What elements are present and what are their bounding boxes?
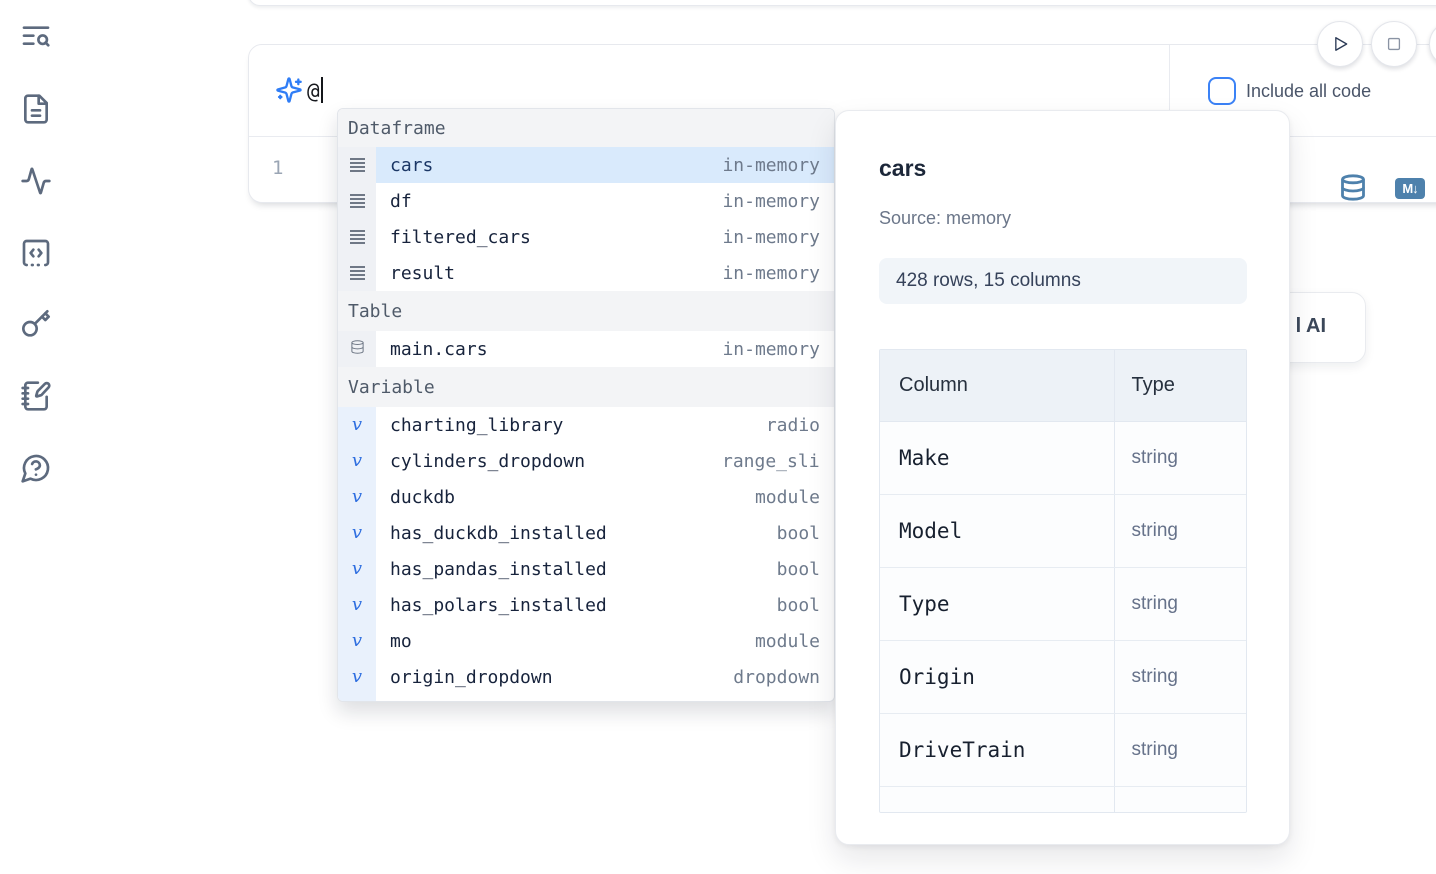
popup-title: cars [879, 155, 927, 181]
stop-icon [1387, 37, 1401, 51]
sidebar-item-snippets[interactable] [19, 237, 53, 271]
shape-badge: 428 rows, 15 columns [879, 258, 1247, 304]
include-all-code-label: Include all code [1246, 81, 1372, 101]
sidebar-item-secrets[interactable] [19, 308, 53, 342]
variable-icon: v [351, 450, 363, 471]
file-text-icon [24, 94, 48, 124]
autocomplete-option-pd[interactable]: v pd module [338, 695, 834, 701]
variable-icon: v [351, 414, 363, 435]
schema-row-clipped [880, 786, 1246, 812]
text-search-icon [22, 26, 50, 47]
dataframe-icon [349, 230, 365, 244]
autocomplete-option-result[interactable]: result in-memory [338, 255, 834, 291]
autocomplete-option-has-pandas-installed[interactable]: v has_pandas_installed bool [338, 551, 834, 587]
sidebar-item-documents[interactable] [19, 93, 53, 127]
autocomplete-option-has-duckdb-installed[interactable]: v has_duckdb_installed bool [338, 515, 834, 551]
autocomplete-dropdown: Dataframe cars in-memory df in-memory fi… [337, 108, 835, 702]
code-square-dashed-icon [22, 239, 50, 267]
autocomplete-option-main-cars[interactable]: main.cars in-memory [338, 331, 834, 367]
notebook-pen-icon [21, 381, 51, 411]
dataframe-info-popup: cars Source: memory 428 rows, 15 columns… [835, 110, 1290, 845]
help-bubble-icon [21, 454, 50, 483]
autocomplete-option-cars[interactable]: cars in-memory [338, 147, 834, 183]
database-icon[interactable] [1339, 171, 1367, 209]
include-all-code-checkbox[interactable] [1208, 77, 1236, 105]
sidebar-item-help[interactable] [19, 452, 53, 486]
sparkles-icon [275, 76, 303, 104]
helper-sidebar [0, 0, 72, 874]
sidebar-item-search[interactable] [19, 21, 53, 55]
text-caret [320, 77, 323, 103]
autocomplete-option-origin-dropdown[interactable]: v origin_dropdown dropdown [338, 659, 834, 695]
schema-row: Origin string [880, 640, 1246, 714]
variable-icon: v [351, 558, 363, 579]
dataframe-icon [349, 158, 365, 172]
schema-row: Make string [880, 421, 1246, 495]
key-icon [22, 310, 50, 337]
section-header-table: Table [338, 291, 834, 331]
section-header-variable: Variable [338, 367, 834, 407]
schema-table: Column Type Make string Model string Typ… [879, 349, 1247, 813]
run-cell-button[interactable] [1317, 21, 1363, 67]
popup-source: Source: memory [879, 208, 1012, 228]
dataframe-icon [349, 194, 365, 208]
previous-cell [248, 0, 1436, 6]
sidebar-item-scratchpad[interactable] [19, 380, 53, 414]
activity-icon [21, 167, 51, 195]
type-header: Type [1114, 350, 1246, 422]
variable-icon: v [351, 630, 363, 651]
column-header: Column [880, 350, 1115, 422]
autocomplete-option-has-polars-installed[interactable]: v has_polars_installed bool [338, 587, 834, 623]
autocomplete-option-df[interactable]: df in-memory [338, 183, 834, 219]
autocomplete-option-mo[interactable]: v mo module [338, 623, 834, 659]
sidebar-item-tracing[interactable] [19, 165, 53, 199]
section-header-dataframe: Dataframe [338, 109, 834, 147]
variable-icon: v [351, 666, 363, 687]
play-icon [1335, 37, 1348, 51]
markdown-icon[interactable]: M↓ [1395, 178, 1425, 199]
autocomplete-option-filtered-cars[interactable]: filtered_cars in-memory [338, 219, 834, 255]
schema-row: DriveTrain string [880, 713, 1246, 787]
variable-icon: v [351, 594, 363, 615]
autocomplete-option-duckdb[interactable]: v duckdb module [338, 479, 834, 515]
include-all-code-pane: Include all code [1169, 45, 1436, 137]
variable-icon: v [351, 522, 363, 543]
dataframe-icon [349, 266, 365, 280]
ai-prompt-text: @ [307, 79, 320, 103]
table-icon [350, 339, 365, 360]
autocomplete-option-charting-library[interactable]: v charting_library radio [338, 407, 834, 443]
schema-row: Model string [880, 494, 1246, 568]
editor-line-number: 1 [272, 157, 284, 179]
schema-row: Type string [880, 567, 1246, 641]
autocomplete-option-cylinders-dropdown[interactable]: v cylinders_dropdown range_slider [338, 443, 834, 479]
stop-button[interactable] [1371, 21, 1417, 67]
schema-header-row: Column Type [880, 350, 1246, 422]
ai-card-label: l AI [1295, 315, 1326, 337]
variable-icon: v [351, 486, 363, 507]
ai-prompt-input[interactable]: @ [307, 76, 323, 106]
